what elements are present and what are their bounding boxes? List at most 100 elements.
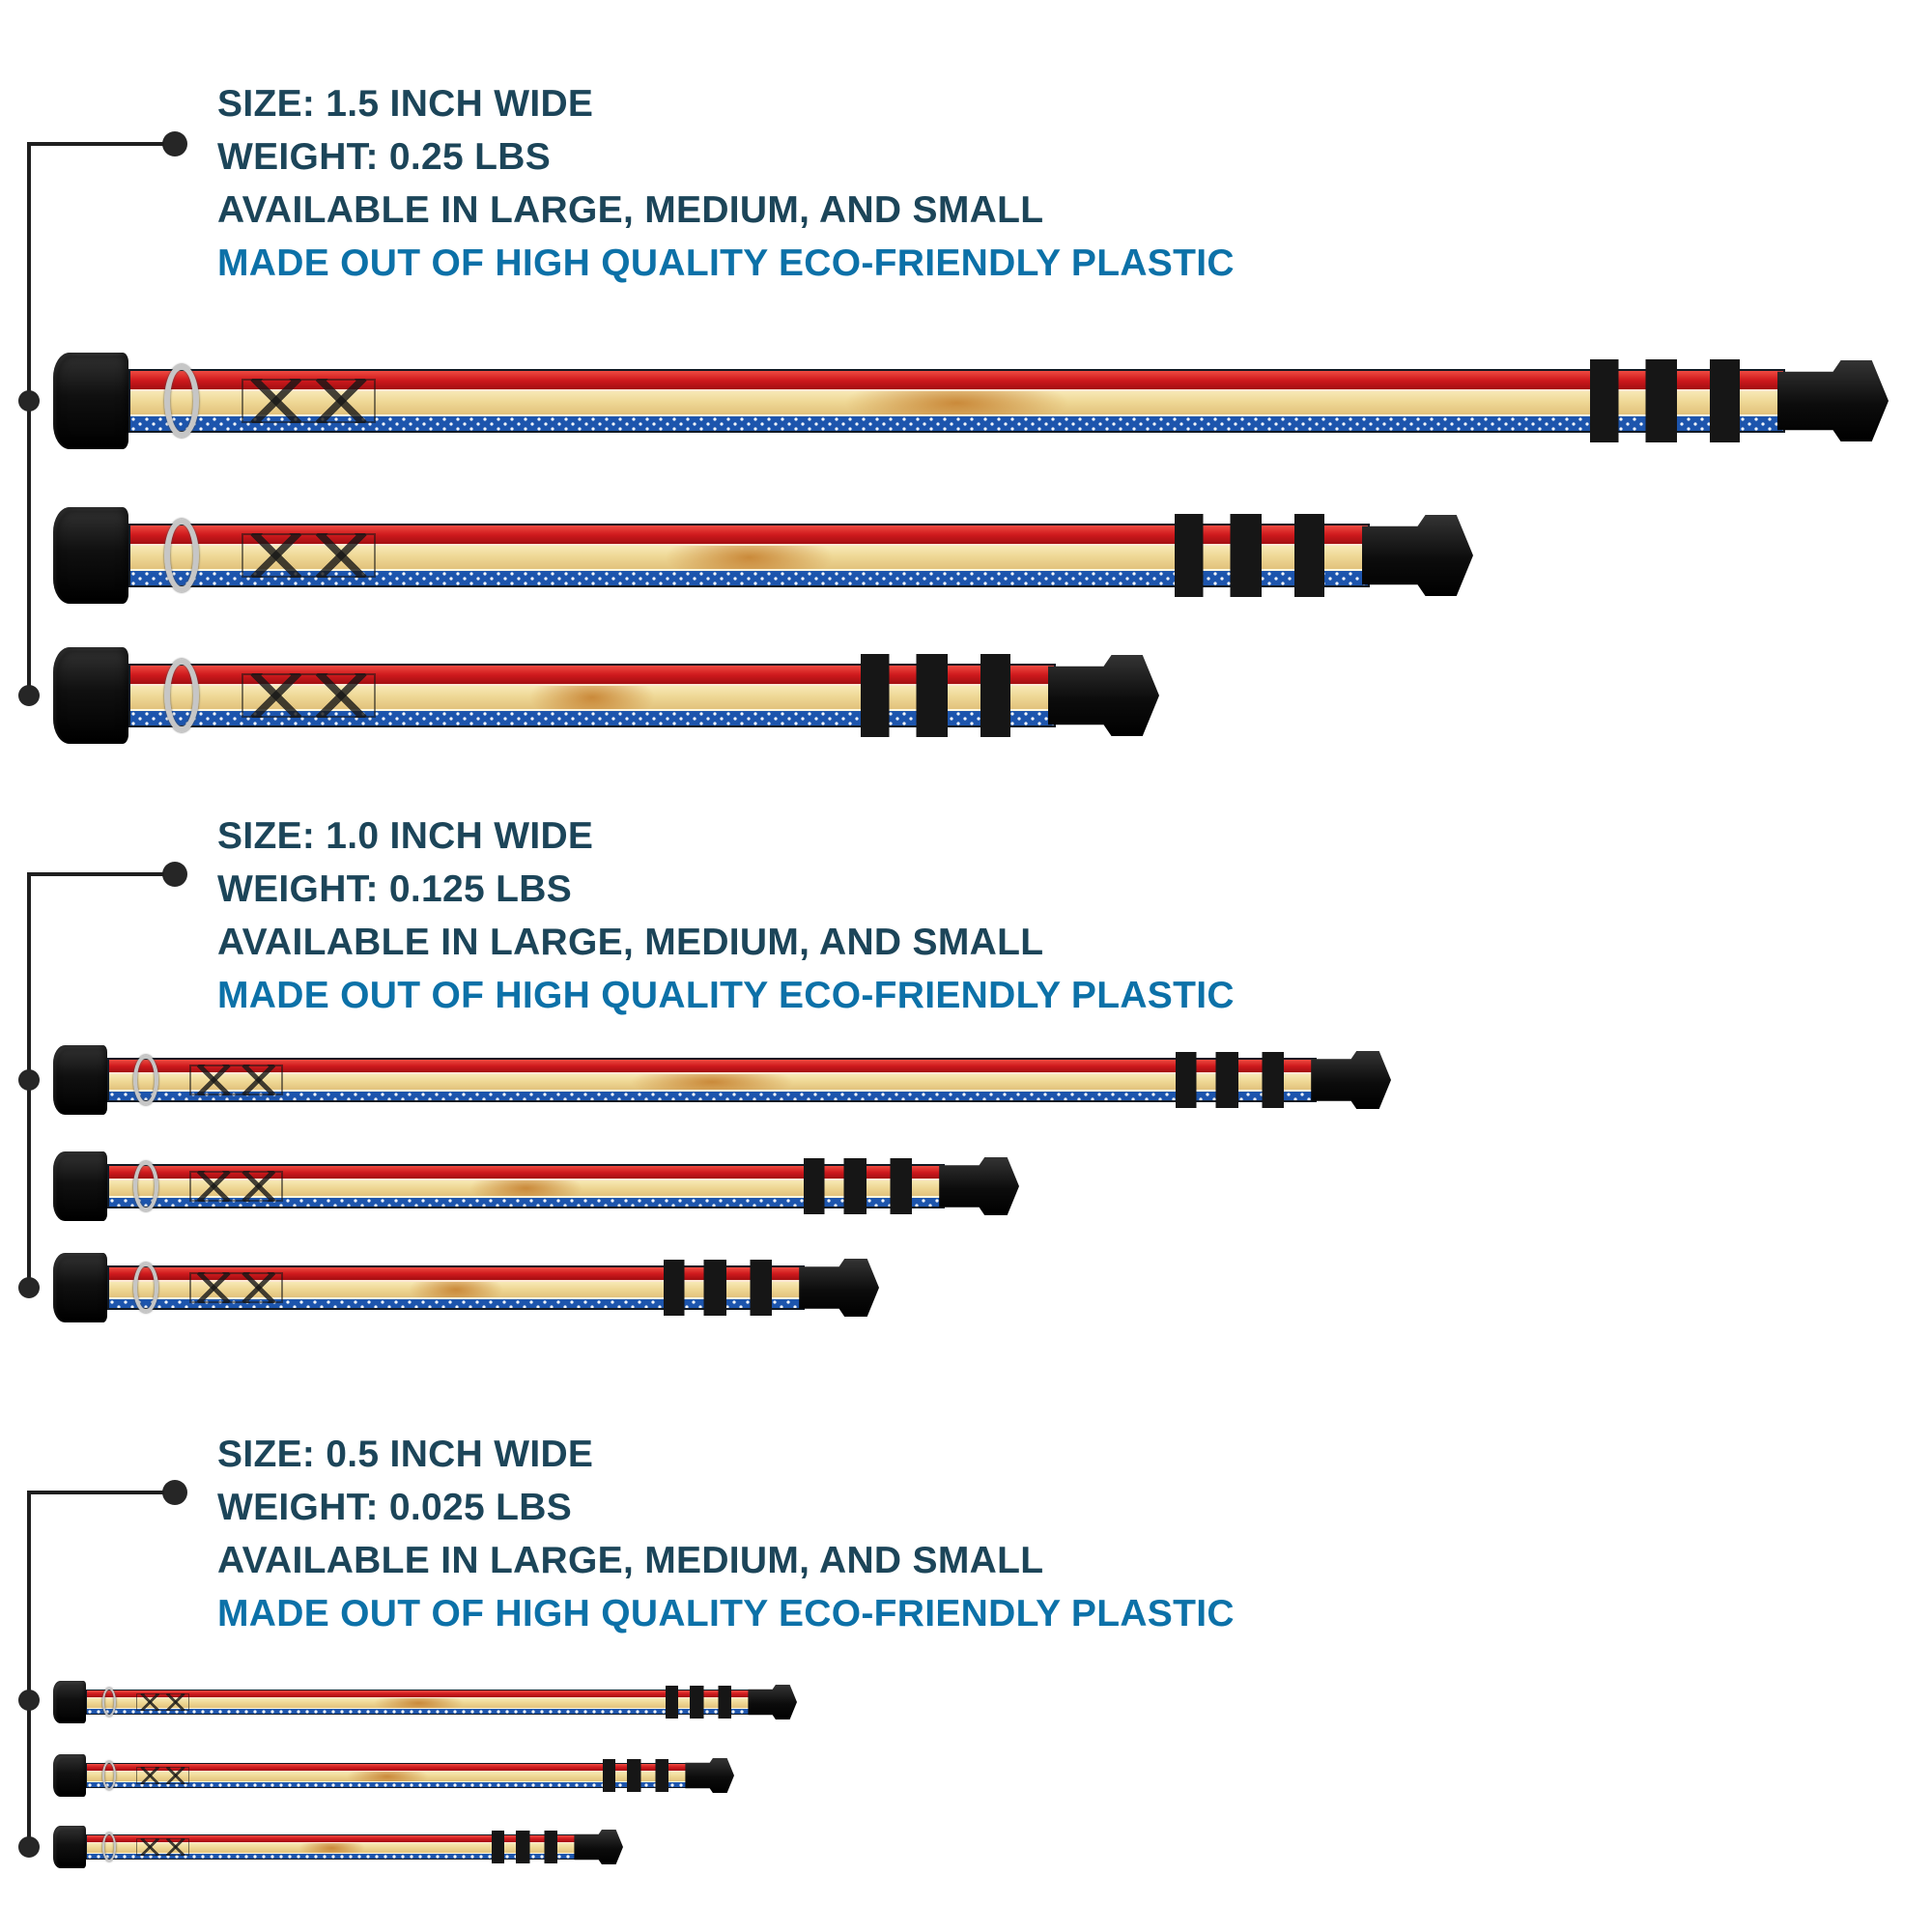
side-release-buckle-female <box>53 1826 87 1868</box>
collar-strap <box>107 1157 945 1215</box>
availability-label: AVAILABLE IN LARGE, MEDIUM, AND SMALL <box>217 922 1044 963</box>
collar-1-0-small <box>53 1253 879 1322</box>
stripe-blue-stars <box>109 1298 803 1308</box>
side-release-buckle-male <box>939 1156 1019 1216</box>
collar-1-5-large <box>53 353 1889 449</box>
collar-1-0-large <box>53 1045 1391 1115</box>
side-release-buckle-male <box>748 1684 797 1720</box>
stripe-red <box>130 526 1368 547</box>
side-release-buckle-female <box>53 1681 87 1723</box>
stitch-box <box>188 1065 283 1095</box>
stripe-gold <box>87 1772 688 1782</box>
stripe-red <box>109 1166 943 1181</box>
collar-strap <box>86 1686 752 1719</box>
spec-text-block: SIZE: 1.5 INCH WIDE WEIGHT: 0.25 LBS AVA… <box>217 77 1570 290</box>
material-label: MADE OUT OF HIGH QUALITY ECO-FRIENDLY PL… <box>217 975 1235 1016</box>
collar-1-5-medium <box>53 507 1473 604</box>
side-release-buckle-male <box>1362 515 1473 596</box>
tri-glide-adjuster <box>1175 513 1324 598</box>
spec-text-block: SIZE: 0.5 INCH WIDE WEIGHT: 0.025 LBS AV… <box>217 1428 1570 1640</box>
stripe-blue-stars <box>87 1708 751 1714</box>
stripe-gold <box>130 391 1783 416</box>
stripe-blue-stars <box>87 1781 688 1787</box>
d-ring <box>164 658 200 733</box>
material-label: MADE OUT OF HIGH QUALITY ECO-FRIENDLY PL… <box>217 1593 1235 1634</box>
connector-node <box>18 1277 40 1298</box>
collar-strap <box>86 1759 689 1792</box>
collar-strap <box>128 653 1056 738</box>
collar-0-5-small <box>53 1826 623 1868</box>
stripe-blue-stars <box>109 1197 943 1207</box>
stitch-box <box>242 673 376 718</box>
collar-1-0-medium <box>53 1151 1019 1221</box>
side-release-buckle-female <box>53 1151 108 1221</box>
stripe-blue-stars <box>130 570 1368 585</box>
tri-glide-adjuster <box>602 1759 669 1792</box>
stripe-red <box>87 1690 751 1699</box>
size-label: SIZE: 1.5 INCH WIDE <box>217 83 594 125</box>
tri-glide-adjuster <box>491 1831 558 1863</box>
spec-text-block: SIZE: 1.0 INCH WIDE WEIGHT: 0.125 LBS AV… <box>217 810 1570 1022</box>
tri-glide-adjuster <box>663 1259 772 1317</box>
stripe-gold <box>109 1282 803 1299</box>
side-release-buckle-male <box>1777 360 1889 441</box>
tri-glide-adjuster <box>1590 358 1740 443</box>
side-release-buckle-female <box>53 1754 87 1797</box>
size-label: SIZE: 1.0 INCH WIDE <box>217 815 594 857</box>
material-label: MADE OUT OF HIGH QUALITY ECO-FRIENDLY PL… <box>217 242 1235 284</box>
collar-strap <box>107 1051 1317 1109</box>
stitch-box <box>135 1693 189 1711</box>
collar-strap <box>86 1831 578 1863</box>
connector-node <box>18 685 40 706</box>
stripe-red <box>130 371 1783 392</box>
availability-label: AVAILABLE IN LARGE, MEDIUM, AND SMALL <box>217 189 1044 231</box>
stitch-box <box>135 1767 189 1784</box>
collar-strap <box>107 1259 805 1317</box>
stripe-red <box>109 1060 1315 1075</box>
stripe-gold <box>130 546 1368 571</box>
d-ring <box>164 518 200 593</box>
side-release-buckle-male <box>799 1258 879 1318</box>
stripe-blue-stars <box>87 1853 577 1859</box>
stripe-blue-stars <box>130 415 1783 431</box>
side-release-buckle-female <box>53 647 128 744</box>
collar-0-5-medium <box>53 1754 734 1797</box>
d-ring <box>133 1262 158 1314</box>
connector-node <box>18 1690 40 1711</box>
size-label: SIZE: 0.5 INCH WIDE <box>217 1434 594 1475</box>
stripe-red <box>109 1267 803 1283</box>
collar-1-5-small <box>53 647 1159 744</box>
stripe-gold <box>87 1698 751 1709</box>
weight-label: WEIGHT: 0.125 LBS <box>217 868 573 910</box>
tri-glide-adjuster <box>861 653 1010 738</box>
connector-node <box>18 390 40 412</box>
callout-bullet <box>162 131 187 156</box>
stripe-gold <box>109 1074 1315 1092</box>
collar-strap <box>128 358 1785 443</box>
tri-glide-adjuster <box>1175 1051 1284 1109</box>
stripe-red <box>87 1835 577 1844</box>
tri-glide-adjuster <box>803 1157 912 1215</box>
side-release-buckle-female <box>53 1045 108 1115</box>
connector-line <box>27 142 31 696</box>
connector-node <box>18 1836 40 1858</box>
side-release-buckle-male <box>574 1829 623 1865</box>
weight-label: WEIGHT: 0.025 LBS <box>217 1487 573 1528</box>
d-ring <box>101 1761 116 1790</box>
d-ring <box>133 1160 158 1212</box>
collar-0-5-large <box>53 1681 797 1723</box>
side-release-buckle-male <box>1048 655 1159 736</box>
side-release-buckle-female <box>53 353 128 449</box>
side-release-buckle-female <box>53 1253 108 1322</box>
stitch-box <box>188 1171 283 1202</box>
d-ring <box>101 1833 116 1861</box>
stripe-blue-stars <box>109 1091 1315 1100</box>
stripe-gold <box>109 1180 943 1198</box>
side-release-buckle-female <box>53 507 128 604</box>
availability-label: AVAILABLE IN LARGE, MEDIUM, AND SMALL <box>217 1540 1044 1581</box>
connector-line <box>29 1491 164 1494</box>
